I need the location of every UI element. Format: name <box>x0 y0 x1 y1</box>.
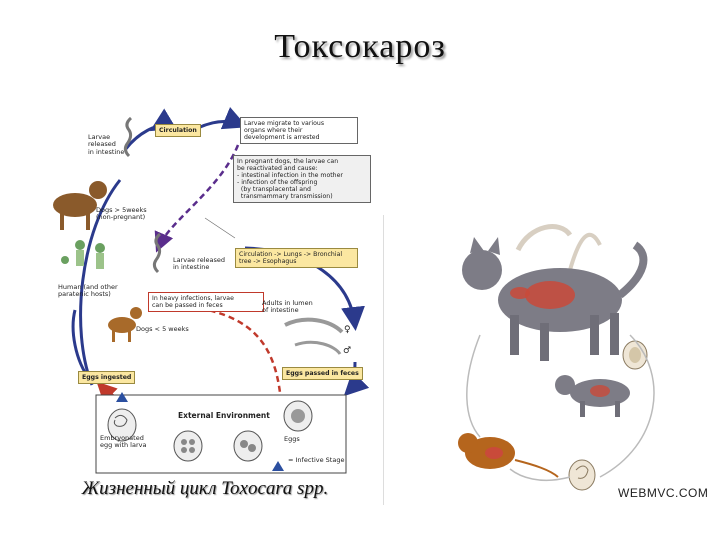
label-embryonated: Embryonated egg with larva <box>100 434 147 450</box>
larva-icon-mid <box>152 232 162 274</box>
puppy-icon <box>108 307 142 342</box>
mouse-icon <box>458 433 559 478</box>
worm-icon-top-1 <box>515 224 573 252</box>
egg-icons <box>107 400 313 462</box>
label-dogs-gt5: Dogs > 5weeks (non-pregnant) <box>96 206 147 222</box>
slide-title: Токсокароз <box>274 28 446 65</box>
label-eggs: Eggs <box>284 435 300 443</box>
box-migrate: Larvae migrate to various organs where t… <box>240 117 358 144</box>
box-heavy-infections: In heavy infections, larvae can be passe… <box>148 292 264 312</box>
human-icon <box>61 240 105 269</box>
toxocara-lifecycle-diagram: Larvae released in intestine Circulation… <box>30 100 390 500</box>
box-eggs-ingested: Eggs ingested <box>78 371 136 384</box>
box-circulation: Circulation <box>155 124 201 137</box>
larva-icon-top <box>123 116 133 158</box>
adult-worm-male <box>294 340 342 355</box>
box-circulation-lungs: Circulation -> Lungs -> Bronchial tree -… <box>235 248 358 268</box>
cycle-line-bottom <box>509 468 571 482</box>
box-pregnant: In pregnant dogs, the larvae can be reac… <box>233 155 371 203</box>
adult-worm-female <box>284 317 344 334</box>
infective-stage-icon <box>116 392 128 402</box>
arrow-to-migrate <box>197 107 248 130</box>
label-adults-lumen: Adults in lumen of intestine <box>262 299 313 315</box>
male-symbol: ♂ <box>343 346 352 356</box>
divider <box>383 215 384 505</box>
infective-legend-icon <box>272 461 284 471</box>
label-infective-stage: = Infective Stage <box>288 456 345 464</box>
cat-illustration-svg <box>458 224 655 491</box>
arrow-outer-left <box>79 179 122 386</box>
kitten-icon <box>555 375 630 417</box>
diagram-caption: Жизненный цикл Toxocara spp. <box>81 478 329 499</box>
box-eggs-passed: Eggs passed in feces <box>282 367 363 380</box>
label-dogs-lt5: Dogs < 5 weeks <box>136 325 189 333</box>
cycle-arrows <box>53 107 370 474</box>
label-external-environment: External Environment <box>178 411 270 420</box>
label-larvae-released: Larvae released in intestine <box>173 256 225 272</box>
cycle-line-left <box>466 334 481 438</box>
arrow-eggs-passed <box>343 361 370 397</box>
label-larvae-intestine: Larvae released in intestine <box>88 133 125 156</box>
dog-adult-icon <box>53 181 107 230</box>
cat-mouse-lifecycle-illustration <box>440 215 720 515</box>
arrow-dashed-purple <box>154 144 240 253</box>
cycle-line-right <box>599 334 655 478</box>
worm-icon-top-2 <box>568 232 602 271</box>
label-human: Human (and other paratenic hosts) <box>58 283 118 299</box>
female-symbol: ♀ <box>344 325 351 335</box>
webmvc-watermark: WEBMVC.COM <box>618 486 709 500</box>
cat-adult-icon <box>462 237 648 361</box>
